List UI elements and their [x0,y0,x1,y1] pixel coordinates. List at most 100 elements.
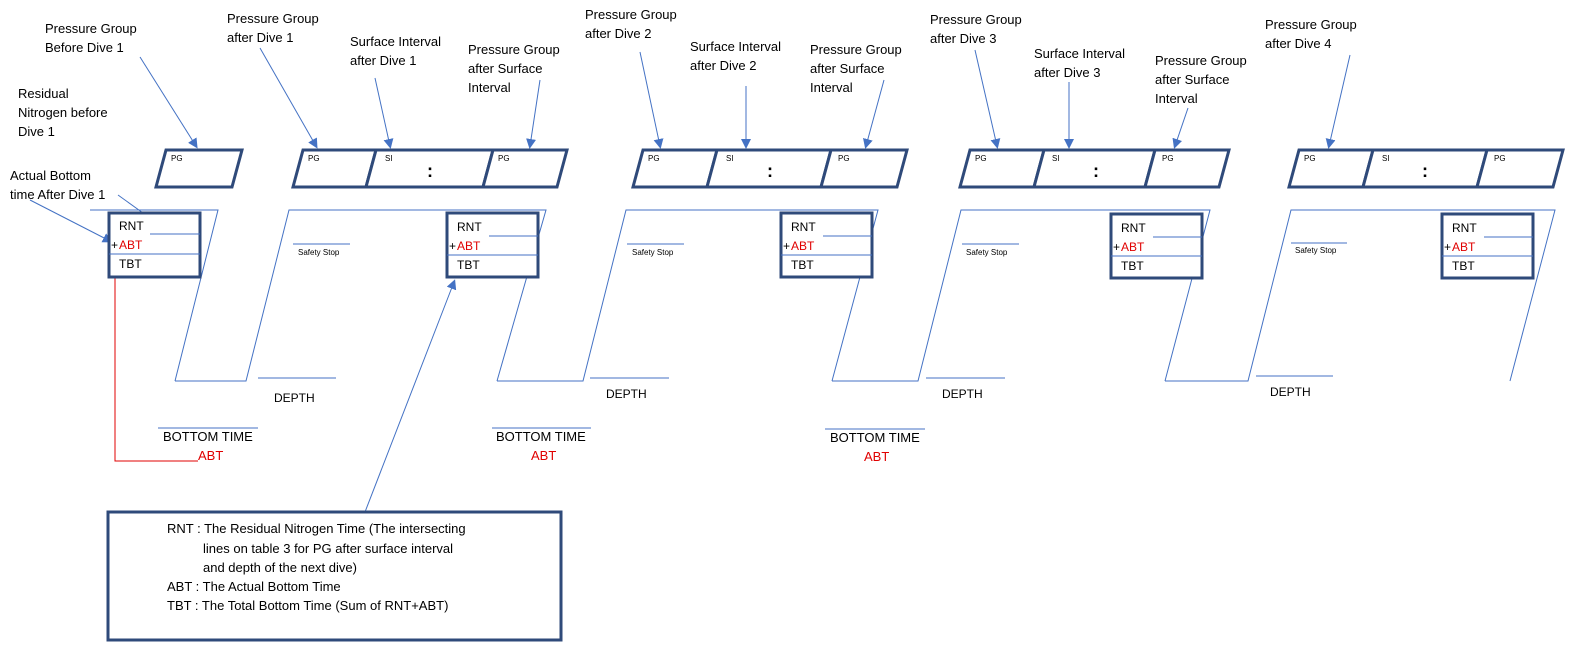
label-pg-before-dive1: Pressure Group Before Dive 1 [45,21,137,55]
label-line: after Dive 4 [1265,36,1331,51]
label-line: after Dive 1 [227,30,293,45]
si-label: SI [726,154,734,163]
label-line: Pressure Group [1155,53,1247,68]
pg-label: PG [308,154,320,163]
abt-connector-line [109,258,198,462]
pg-label: PG [838,154,850,163]
time-box-frame [1440,212,1535,280]
pg-box-after-dive4 [1287,148,1375,189]
rnt-label: RNT [119,219,144,233]
label-si-after-dive1: Surface Interval after Dive 1 [350,34,441,68]
safety-stop-label: Safety Stop [1295,246,1337,255]
arrow-pg-after-dive1 [259,47,318,149]
legend-abt-line: ABT : The Actual Bottom Time [167,579,341,594]
label-line: Interval [468,80,511,95]
legend-rnt-line1: RNT : The Residual Nitrogen Time (The in… [167,521,466,536]
pg-box-after-si-4 [1475,148,1565,189]
label-line: Residual [18,86,69,101]
bottom-time-label: BOTTOM TIME [496,429,586,444]
label-pg-after-dive1: Pressure Group after Dive 1 [227,11,319,45]
label-line: Pressure Group [45,21,137,36]
tbt-label: TBT [457,258,480,272]
legend-tbt-line: TBT : The Total Bottom Time (Sum of RNT+… [167,598,448,613]
plus-sign: + [1113,240,1120,254]
label-line: after Surface [1155,72,1229,87]
label-line: after Dive 1 [350,53,416,68]
tbt-label: TBT [791,258,814,272]
pg-label: PG [975,154,987,163]
profile-labels: Safety Stop Safety Stop Safety Stop Safe… [274,246,1337,405]
legend-rnt-line3: and depth of the next dive) [203,560,357,575]
pg-label: PG [648,154,660,163]
plus-sign: + [111,238,118,252]
label-line: time After Dive 1 [10,187,105,202]
rnt-label: RNT [457,220,482,234]
si-colon: : [767,161,773,181]
label-pg-after-si-1: Pressure Group after Surface Interval [468,42,560,95]
si-label: SI [1052,154,1060,163]
label-pg-after-dive3: Pressure Group after Dive 3 [930,12,1022,46]
label-pg-after-si-2: Pressure Group after Surface Interval [810,42,902,95]
abt-label: ABT [864,449,889,464]
label-si-after-dive2: Surface Interval after Dive 2 [690,39,781,73]
abt-label: ABT [198,448,223,463]
plus-sign: + [449,239,456,253]
arrow-abt-after-dive1 [29,199,113,243]
bottom-time-labels: BOTTOM TIME ABT BOTTOM TIME ABT BOTTOM T… [158,427,925,464]
label-line: Dive 1 [18,124,55,139]
label-line: Interval [1155,91,1198,106]
time-box-dive4: RNT + ABT TBT [1109,212,1204,280]
pg-box-after-dive1 [291,148,378,189]
label-pg-after-si-3: Pressure Group after Surface Interval [1155,53,1247,106]
arrow-legend-to-timebox [364,279,457,513]
arrow-pg-after-dive3 [974,49,1001,149]
label-line: Surface Interval [1034,46,1125,61]
plus-sign: + [1444,240,1451,254]
time-box-dive1: RNT + ABT TBT [107,211,202,279]
dive-profile-4 [1165,209,1556,382]
label-line: after Dive 2 [690,58,756,73]
depth-label: DEPTH [1270,385,1311,399]
label-line: Pressure Group [930,12,1022,27]
depth-label: DEPTH [942,387,983,401]
label-line: Pressure Group [468,42,560,57]
dive-profile-1 [90,209,219,382]
abt-label: ABT [791,239,815,253]
label-line: Nitrogen before [18,105,108,120]
label-line: after Dive 3 [930,31,996,46]
depth-label: DEPTH [274,391,315,405]
legend-box: RNT : The Residual Nitrogen Time (The in… [106,510,563,642]
time-box-dive3: RNT + ABT TBT [779,211,874,279]
pg-si-boxes [154,148,1565,189]
label-line: Pressure Group [810,42,902,57]
time-box-frame [445,211,540,279]
pg-label: PG [1304,154,1316,163]
abt-label: ABT [1121,240,1145,254]
label-line: after Surface [468,61,542,76]
label-si-after-dive3: Surface Interval after Dive 3 [1034,46,1125,80]
time-box-frame [1109,212,1204,280]
tbt-label: TBT [119,257,142,271]
pg-box-after-dive3 [958,148,1046,189]
time-box-dive5: RNT + ABT TBT [1440,212,1535,280]
si-label: SI [385,154,393,163]
depth-label: DEPTH [606,387,647,401]
label-abt-after-dive1: Actual Bottom time After Dive 1 [10,168,105,202]
time-box-dive2: RNT + ABT TBT [445,211,540,279]
abt-label: ABT [457,239,481,253]
label-line: Interval [810,80,853,95]
pg-si-box-labels: PG PG SI : PG PG SI : PG PG SI : PG PG S… [171,154,1506,181]
label-line: after Dive 2 [585,26,651,41]
si-label: SI [1382,154,1390,163]
pg-box-before-dive1 [154,148,244,189]
label-line: Surface Interval [690,39,781,54]
pg-box-after-dive2 [631,148,719,189]
pg-box-after-si-1 [481,148,569,189]
pg-label: PG [498,154,510,163]
arrow-pg-after-si-1 [526,79,541,149]
label-line: after Surface [810,61,884,76]
safety-stop-label: Safety Stop [632,248,674,257]
arrow-pg-after-dive2 [639,51,664,149]
label-line: Pressure Group [1265,17,1357,32]
annotation-arrows [29,47,1351,513]
